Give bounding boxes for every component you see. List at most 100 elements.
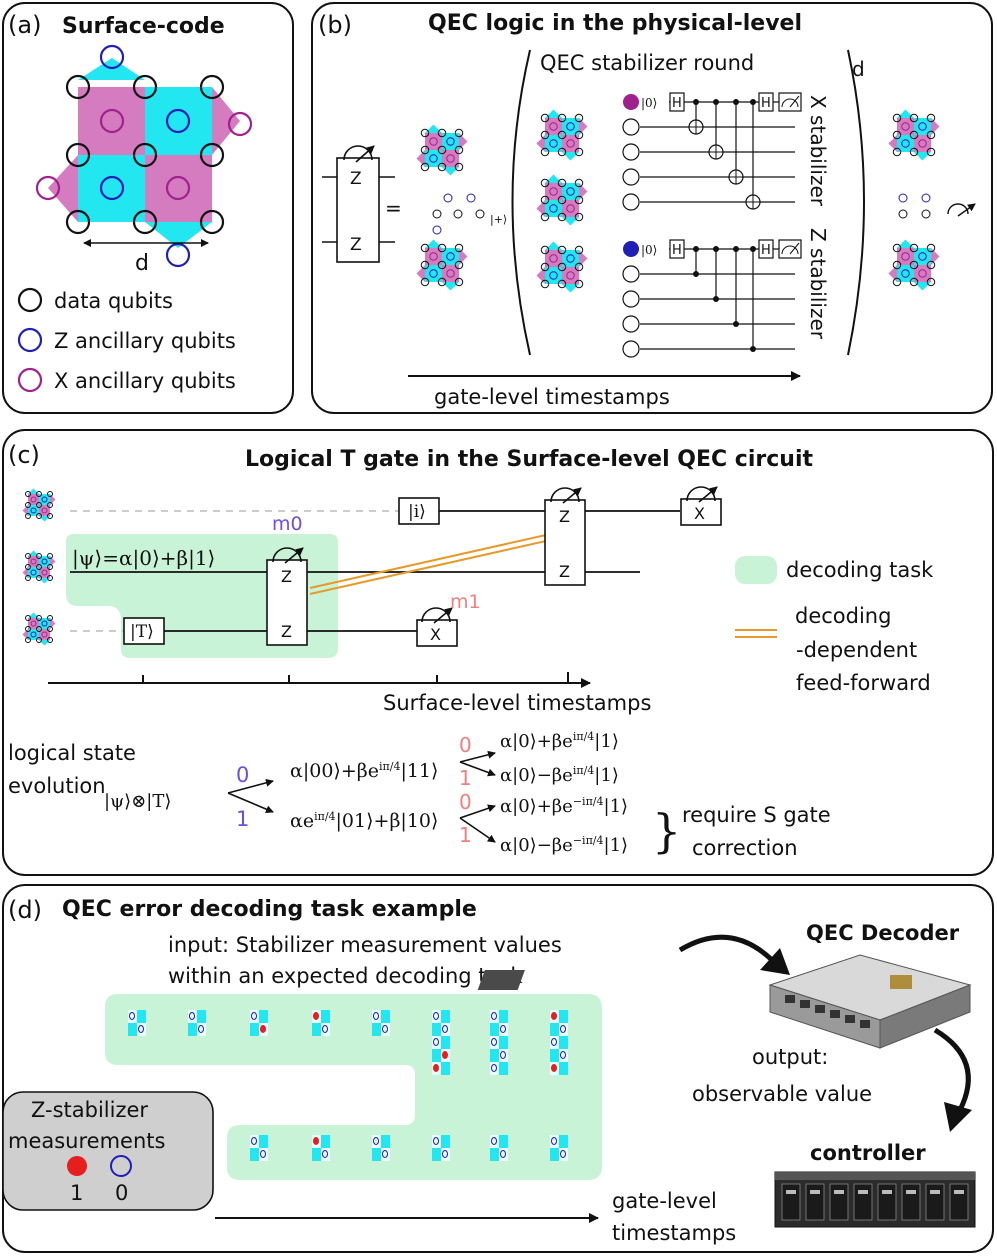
ancilla-qubit — [898, 209, 908, 219]
stab-cell — [490, 1049, 499, 1062]
evolution-label-2: evolution — [8, 774, 106, 798]
data-qubit — [926, 147, 936, 157]
ancilla-qubit — [41, 620, 48, 627]
input-line2: within an expected decoding task — [168, 964, 523, 988]
ancilla-qubit — [466, 193, 476, 203]
z-label: Z — [350, 235, 362, 255]
patch-square — [562, 183, 579, 200]
stab-cell — [259, 1148, 268, 1161]
lattice-right-triangle — [212, 87, 240, 155]
i-state-box — [398, 497, 440, 525]
data-qubit — [574, 262, 584, 272]
z-stabilizer — [260, 1150, 266, 1158]
z-stabilizer — [560, 1051, 566, 1059]
meter-icon — [947, 203, 969, 215]
stab-cell — [312, 1148, 321, 1161]
data-qubit — [25, 553, 31, 559]
hadamard-box — [669, 92, 685, 112]
data-qubit — [574, 195, 584, 205]
meter-needle — [789, 242, 800, 255]
stab-cell — [499, 1023, 508, 1036]
stab-cell — [441, 1135, 450, 1148]
x-ancilla — [99, 108, 125, 134]
patch-square — [442, 150, 459, 167]
data-qubit — [622, 168, 640, 186]
panel-a: (a) Surface-code — [2, 2, 294, 414]
panel-c-title: Logical T gate in the Surface-level QEC … — [245, 447, 813, 472]
branch-arrow — [459, 804, 496, 819]
z-stabilizer — [322, 1150, 328, 1158]
data-qubit — [926, 277, 936, 287]
ancilla-qubit — [30, 631, 37, 638]
output-line2: observable value — [692, 1082, 872, 1106]
meter-icon — [686, 486, 716, 502]
data-qubit — [25, 575, 31, 581]
output-line1: output: — [752, 1045, 828, 1069]
stab-cell — [499, 1148, 508, 1161]
data-qubit — [36, 513, 42, 519]
data-qubit — [437, 145, 447, 155]
zstab-line1: Z-stabilizer — [31, 1098, 148, 1122]
i-state: |i⟩ — [408, 502, 426, 522]
patch-square — [39, 567, 50, 578]
patch-square — [39, 556, 50, 567]
surface-code-lattice — [35, 44, 253, 268]
data-qubit — [557, 147, 567, 157]
legend-x-icon — [17, 367, 43, 393]
x-stabilizer-label: X stabilizer — [806, 95, 830, 207]
ancilla-qubit — [41, 558, 48, 565]
patch-square — [442, 248, 459, 265]
data-qubit — [199, 142, 225, 168]
stab-cell — [197, 1023, 206, 1036]
data-qubit — [540, 262, 550, 272]
control-dot — [693, 246, 699, 252]
rack-led — [882, 1190, 892, 1194]
data-qubit — [437, 128, 447, 138]
rack-led — [810, 1190, 820, 1194]
plus-state: |+⟩ — [490, 213, 507, 226]
stab-cell — [128, 1023, 137, 1036]
physical-patches — [416, 109, 976, 293]
data-qubit — [36, 637, 42, 643]
data-qubit — [420, 277, 430, 287]
patch-square — [28, 505, 39, 516]
data-qubit — [25, 513, 31, 519]
z-label: Z — [350, 169, 362, 189]
rack-slot — [925, 1183, 945, 1221]
value-one: 1 — [70, 1181, 83, 1205]
patch-square — [562, 267, 579, 284]
branch-arrow — [459, 817, 496, 843]
meter-needle — [562, 487, 582, 504]
patch-triangle — [425, 124, 442, 133]
hadamard-label: H — [672, 96, 682, 111]
data-qubit — [437, 260, 447, 270]
z-stabilizer — [382, 1025, 388, 1033]
x-measure-box — [416, 619, 458, 647]
panel-b-frame — [311, 2, 993, 414]
z-stabilizer — [322, 1025, 328, 1033]
legend-ff-line2: -dependent — [796, 638, 917, 662]
data-qubit — [25, 564, 31, 570]
stab-cell — [381, 1135, 390, 1148]
data-qubit — [36, 553, 42, 559]
patch-triangle — [416, 265, 425, 282]
stab-cell — [312, 1023, 321, 1036]
ancilla-qubit — [446, 154, 455, 163]
stab-cell — [432, 1148, 441, 1161]
ancilla-qubit — [549, 254, 558, 263]
data-qubit — [540, 178, 550, 188]
ancilla-qubit — [443, 193, 453, 203]
rack-slot — [853, 1183, 873, 1221]
ancilla-qubit — [566, 122, 575, 131]
panel-c-tag: (c) — [8, 441, 40, 469]
patch-triangle — [914, 282, 931, 291]
data-qubit — [540, 147, 550, 157]
stab-cell — [499, 1062, 508, 1075]
patch-square — [545, 183, 562, 200]
ancilla-qubit — [429, 269, 438, 278]
rack-slot — [829, 1183, 849, 1221]
z-stabilizer — [491, 1137, 497, 1145]
data-qubit — [47, 626, 53, 632]
stab-cell — [550, 1049, 559, 1062]
